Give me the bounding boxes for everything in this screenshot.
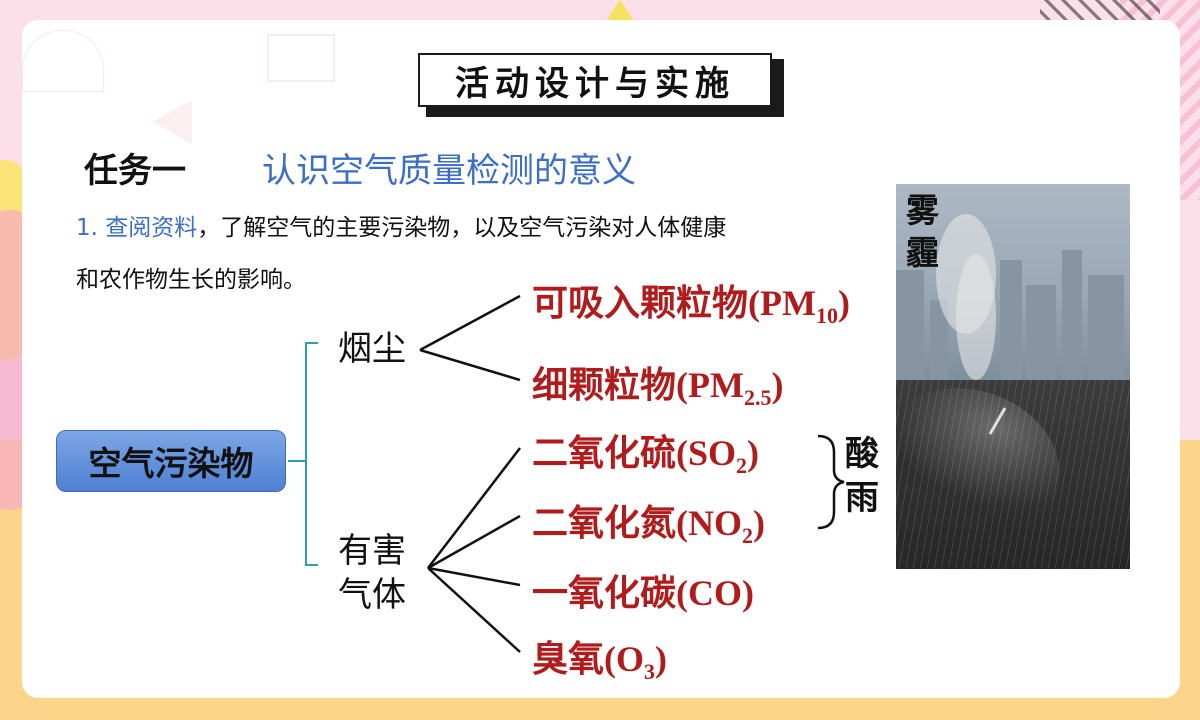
- gas-link-no2: [427, 514, 521, 570]
- smoke-plume: [956, 254, 996, 380]
- leaf-no2-sub: 2: [742, 523, 753, 548]
- leaf-so2-text: 二氧化硫(SO: [532, 433, 737, 473]
- leaf-so2-sub: 2: [736, 453, 748, 478]
- paragraph-line1: ，了解空气的主要污染物，以及空气污染对人体健康: [197, 215, 727, 241]
- photo-panel: 雾 霾: [896, 184, 1130, 569]
- smog-label-line2: 霾: [906, 233, 939, 272]
- leaf-pm10-text: 可吸入颗粒物(PM: [532, 283, 816, 323]
- leaf-o3: 臭氧(O3): [532, 630, 667, 685]
- leaf-pm10-sub: 10: [815, 303, 838, 328]
- acid-rain-label: 酸 雨: [845, 432, 885, 520]
- paragraph-highlight: 1. 查阅资料: [76, 215, 198, 241]
- acid-rain-line1: 酸: [845, 434, 879, 474]
- smoke-link-pm10: [419, 294, 521, 352]
- node-smoke: 烟尘: [338, 329, 406, 369]
- node-harmful-gas-line2: 气体: [338, 575, 406, 615]
- leaf-o3-sub: 3: [644, 659, 655, 684]
- instruction-paragraph: 1. 查阅资料，了解空气的主要污染物，以及空气污染对人体健康 和农作物生长的影响…: [76, 202, 876, 306]
- rain-streaks: [896, 380, 1130, 569]
- gas-link-so2: [427, 447, 521, 569]
- paragraph-line2: 和农作物生长的影响。: [76, 267, 306, 293]
- leaf-so2: 二氧化硫(SO2): [532, 424, 759, 479]
- acid-rain-line2: 雨: [845, 478, 879, 518]
- root-node: 空气污染物: [56, 430, 286, 492]
- decor-square: [267, 34, 335, 82]
- smog-label-line1: 雾: [906, 191, 939, 230]
- leaf-no2-tail: ): [753, 503, 765, 543]
- leaf-pm10: 可吸入颗粒物(PM10): [532, 274, 850, 329]
- leaf-o3-tail: ): [655, 639, 667, 679]
- leaf-pm25: 细颗粒物(PM2.5): [532, 356, 783, 411]
- gas-link-o3: [427, 567, 521, 653]
- decor-triangle-light: [152, 100, 192, 144]
- task-title: 认识空气质量检测的意义: [262, 151, 636, 191]
- acid-rain-brace: [817, 434, 845, 530]
- building: [1088, 275, 1124, 380]
- building: [1026, 285, 1056, 380]
- leaf-pm10-tail: ): [837, 283, 850, 323]
- root-brace: [305, 342, 318, 566]
- smog-photo: 雾 霾: [896, 184, 1130, 380]
- task-label: 任务一: [84, 151, 186, 191]
- leaf-co: 一氧化碳(CO): [532, 573, 754, 613]
- gas-link-co: [427, 566, 521, 587]
- slide-title: 活动设计与实施: [418, 53, 772, 107]
- leaf-pm25-text: 细颗粒物(PM: [532, 365, 744, 405]
- building: [1062, 250, 1082, 380]
- smoke-link-pm25: [419, 348, 521, 382]
- building: [1000, 260, 1022, 380]
- leaf-so2-tail: ): [747, 433, 760, 473]
- leaf-pm25-sub: 2.5: [743, 385, 772, 410]
- leaf-no2: 二氧化氮(NO2): [532, 494, 765, 549]
- smog-label: 雾 霾: [906, 190, 946, 274]
- node-harmful-gas-line1: 有害: [338, 531, 406, 571]
- building: [930, 300, 948, 380]
- node-harmful-gas: 有害 气体: [338, 529, 406, 617]
- leaf-o3-text: 臭氧(O: [532, 639, 644, 679]
- leaf-pm25-tail: ): [771, 365, 784, 405]
- acid-rain-photo: [896, 368, 1130, 569]
- building: [896, 270, 924, 380]
- leaf-no2-text: 二氧化氮(NO: [532, 503, 742, 543]
